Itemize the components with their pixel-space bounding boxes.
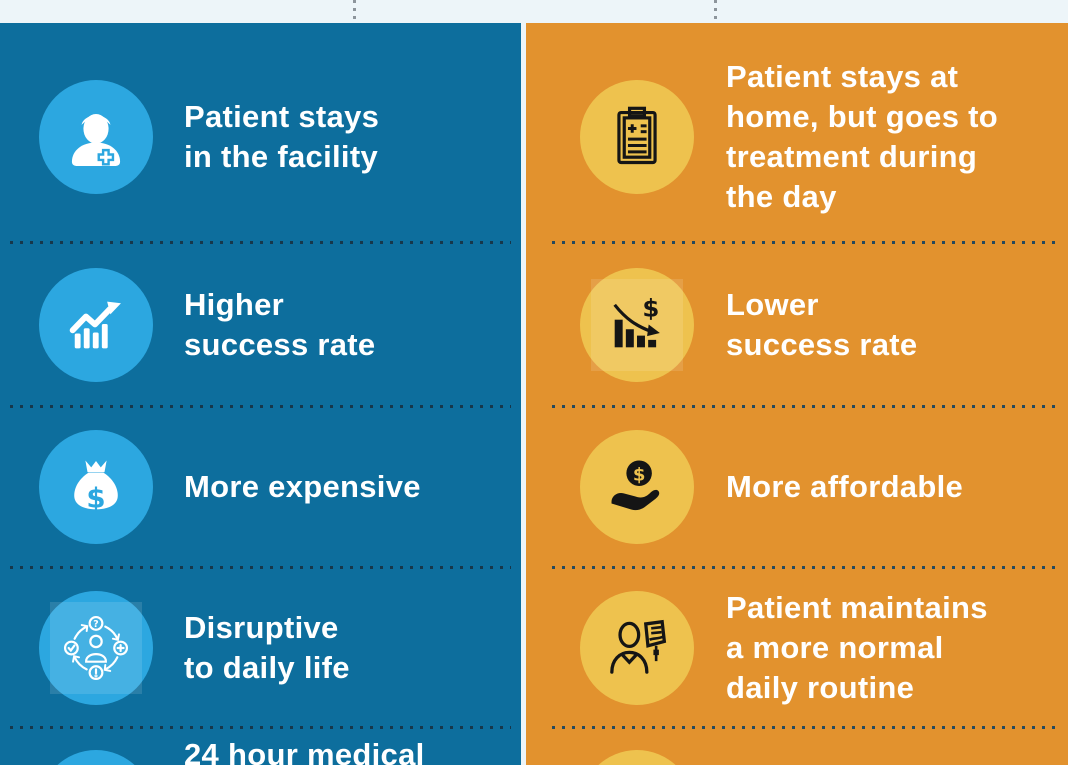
comparison-row: Patient maintains a more normal daily ro…: [526, 569, 1068, 726]
svg-text:$: $: [642, 293, 659, 322]
label-line: Patient maintains: [726, 589, 988, 625]
comparison-row: Higher success rate: [0, 244, 521, 405]
dotted-separator: [552, 566, 1056, 569]
vertical-dotted-guide: [714, 0, 717, 20]
partial-circle-icon: [39, 750, 153, 765]
row-label: Disruptive to daily life: [184, 608, 350, 688]
label-line: treatment during: [726, 138, 978, 174]
dotted-separator: [10, 726, 511, 729]
row-label: Higher success rate: [184, 285, 375, 365]
vertical-dotted-guide: [353, 0, 356, 20]
row-label: Patient stays at home, but goes to treat…: [726, 57, 998, 217]
dotted-separator: [552, 241, 1056, 244]
declining-chart-dollar-icon: $: [580, 267, 694, 382]
comparison-row: 24 hour medical: [0, 729, 521, 765]
hand-coin-icon: $: [580, 430, 694, 544]
row-label: More expensive: [184, 467, 421, 507]
comparison-row: $ Lower success rate: [526, 244, 1068, 405]
label-line: Lower: [726, 286, 819, 322]
label-line: the day: [726, 178, 837, 214]
label-line: Patient stays at: [726, 58, 959, 94]
label-line: success rate: [726, 326, 918, 362]
svg-text:$: $: [633, 465, 646, 486]
row-label: 24 hour medical: [184, 735, 425, 765]
dotted-separator: [552, 726, 1056, 729]
clipboard-chart-icon: [580, 79, 694, 194]
rising-chart-icon: [39, 267, 153, 382]
patient-in-facility-icon: [39, 79, 153, 194]
row-label: Patient stays in the facility: [184, 97, 379, 177]
comparison-row: Patient stays in the facility: [0, 23, 521, 241]
row-label: Lower success rate: [726, 285, 917, 365]
comparison-row: [526, 729, 1068, 765]
comparison-row: ? Disruptive to da: [0, 569, 521, 726]
label-line: in the facility: [184, 138, 378, 174]
label-line: success rate: [184, 326, 376, 362]
svg-text:$: $: [86, 482, 105, 515]
label-line: More expensive: [184, 469, 421, 504]
label-line: daily routine: [726, 669, 915, 705]
label-line: Patient stays: [184, 98, 380, 134]
left-comparison-panel: Patient stays in the facility: [0, 23, 521, 765]
disruption-cycle-icon: ?: [39, 590, 153, 705]
row-label: More affordable: [726, 467, 963, 507]
right-comparison-panel: Patient stays at home, but goes to treat…: [526, 23, 1068, 765]
top-strip: [0, 0, 1068, 23]
label-line: Higher: [184, 286, 284, 322]
dotted-separator: [10, 566, 511, 569]
label-line: home, but goes to: [726, 98, 999, 134]
svg-text:?: ?: [93, 619, 98, 630]
label-line: Disruptive: [184, 609, 339, 645]
comparison-row: $ More affordable: [526, 408, 1068, 566]
comparison-row: $ More expensive: [0, 408, 521, 566]
comparison-row: Patient stays at home, but goes to treat…: [526, 23, 1068, 241]
row-label: Patient maintains a more normal daily ro…: [726, 588, 988, 708]
dotted-separator: [10, 241, 511, 244]
dotted-separator: [10, 405, 511, 408]
label-line: to daily life: [184, 649, 350, 685]
dotted-separator: [552, 405, 1056, 408]
money-bag-icon: $: [39, 430, 153, 544]
label-line: More affordable: [726, 469, 964, 504]
label-line: a more normal: [726, 629, 944, 665]
label-line: 24 hour medical: [184, 737, 425, 765]
patient-iv-icon: [580, 590, 694, 705]
partial-circle-icon: [580, 750, 694, 765]
